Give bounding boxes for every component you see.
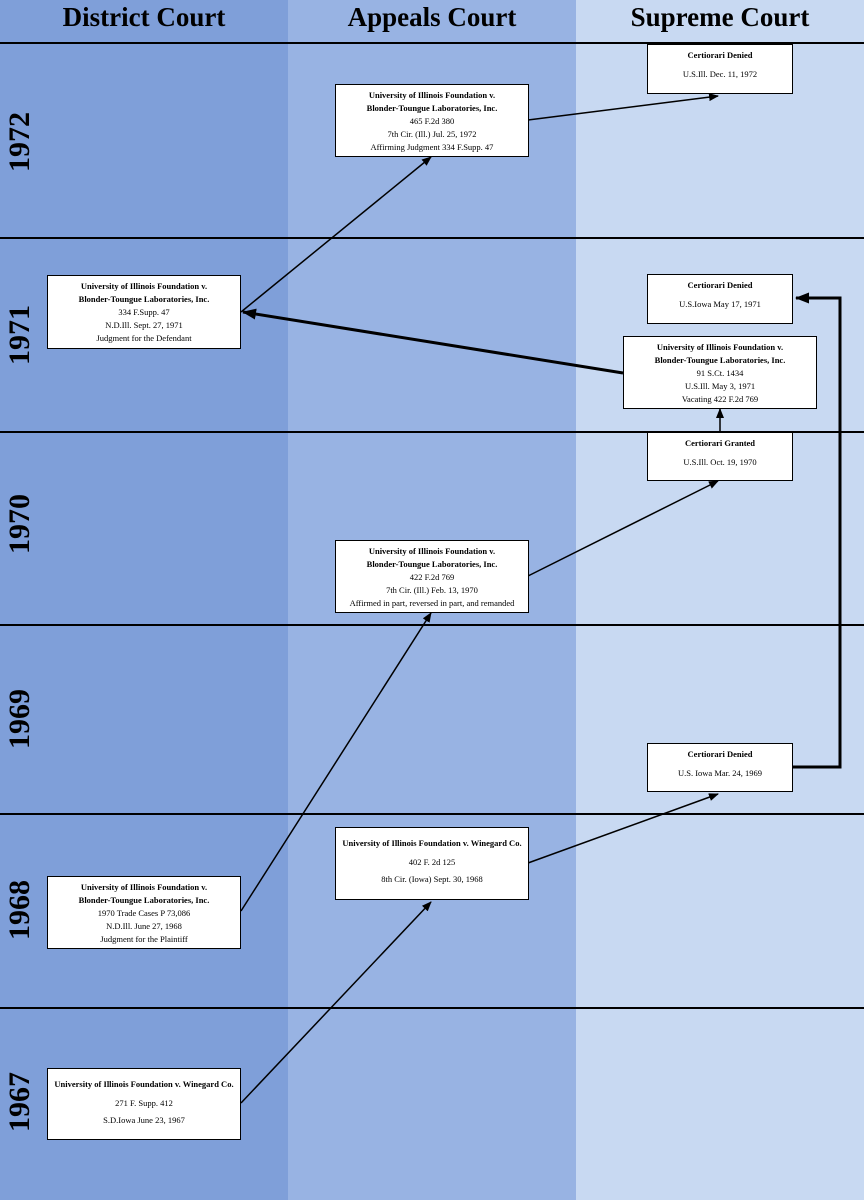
case-citation: 1970 Trade Cases P 73,086 (97, 908, 191, 918)
case-box-supreme-1971-decision: University of Illinois Foundation v. Blo… (623, 336, 817, 409)
case-citation: 465 F.2d 380 (409, 116, 455, 126)
case-court-date: S.D.Iowa June 23, 1967 (103, 1115, 185, 1125)
case-citation: 91 S.Ct. 1434 (696, 368, 744, 378)
case-note: Affirming Judgment 334 F.Supp. 47 (370, 142, 494, 152)
case-box-district-1967: University of Illinois Foundation v. Win… (47, 1068, 241, 1140)
case-court-date: 8th Cir. (Iowa) Sept. 30, 1968 (381, 874, 483, 884)
case-box-appeals-1972: University of Illinois Foundation v. Blo… (335, 84, 529, 157)
case-citation: 422 F.2d 769 (409, 572, 455, 582)
case-title-line2: Blonder-Toungue Laboratories, Inc. (78, 294, 210, 304)
arrow-dc1967-to-ca1968 (240, 901, 432, 1104)
case-title-line1: University of Illinois Foundation v. (80, 281, 208, 291)
case-title-line2: Blonder-Toungue Laboratories, Inc. (78, 895, 210, 905)
case-note: Judgment for the Plaintiff (100, 934, 188, 944)
case-note: Vacating 422 F.2d 769 (681, 394, 759, 404)
case-court-date: U.S.Iowa May 17, 1971 (679, 299, 761, 309)
divider-1969-1968 (0, 813, 864, 815)
case-box-supreme-1971-cert-denied: Certiorari Denied U.S.Iowa May 17, 1971 (647, 274, 793, 324)
case-title: Certiorari Denied (687, 749, 753, 759)
divider-1972-1971 (0, 237, 864, 239)
case-title-line1: University of Illinois Foundation v. (368, 546, 496, 556)
divider-1968-1967 (0, 1007, 864, 1009)
arrow-sc1971-to-dc1971 (242, 308, 624, 375)
case-box-appeals-1970: University of Illinois Foundation v. Blo… (335, 540, 529, 613)
arrow-ca1970-to-sc1970 (527, 480, 719, 577)
divider-1970-1969 (0, 624, 864, 626)
arrow-sc1969-to-sc1971-denied (793, 292, 842, 769)
case-title: Certiorari Granted (684, 438, 756, 448)
case-box-district-1968: University of Illinois Foundation v. Blo… (47, 876, 241, 949)
case-box-supreme-1969-cert-denied: Certiorari Denied U.S. Iowa Mar. 24, 196… (647, 743, 793, 792)
case-title-line1: University of Illinois Foundation v. (656, 342, 784, 352)
supreme-court-header: Supreme Court (630, 2, 810, 32)
arrow-dc1971-to-ca1972 (240, 156, 432, 313)
case-court-date: U.S. Iowa Mar. 24, 1969 (677, 768, 763, 778)
case-box-district-1971: University of Illinois Foundation v. Blo… (47, 275, 241, 349)
case-citation: 271 F. Supp. 412 (115, 1098, 173, 1108)
supreme-court-column: Supreme Court (576, 0, 864, 1200)
arrow-ca1972-to-sc1972 (527, 93, 719, 121)
case-court-date: 7th Cir. (Ill.) Feb. 13, 1970 (386, 585, 478, 595)
case-note: Judgment for the Defendant (96, 333, 192, 343)
case-title: University of Illinois Foundation v. Win… (342, 838, 522, 848)
arrow-ca1968-to-sc1969 (527, 793, 719, 864)
district-court-column: District Court (0, 0, 288, 1200)
case-box-appeals-1968: University of Illinois Foundation v. Win… (335, 827, 529, 900)
divider-1971-1970 (0, 431, 864, 433)
case-box-supreme-1970-cert-granted: Certiorari Granted U.S.Ill. Oct. 19, 197… (647, 432, 793, 481)
case-citation: 402 F. 2d 125 (408, 857, 456, 867)
case-title-line1: University of Illinois Foundation v. (80, 882, 208, 892)
case-title-line2: Blonder-Toungue Laboratories, Inc. (366, 103, 498, 113)
case-title-line2: Blonder-Toungue Laboratories, Inc. (366, 559, 498, 569)
case-title: Certiorari Denied (687, 50, 753, 60)
case-title: University of Illinois Foundation v. Win… (54, 1079, 234, 1089)
arrow-dc1968-to-ca1970 (240, 612, 432, 912)
case-court-date: U.S.Ill. Oct. 19, 1970 (683, 457, 757, 467)
case-title: Certiorari Denied (687, 280, 753, 290)
case-note: Affirmed in part, reversed in part, and … (349, 598, 515, 608)
case-court-date: N.D.Ill. Sept. 27, 1971 (105, 320, 183, 330)
case-box-supreme-1972-cert-denied: Certiorari Denied U.S.Ill. Dec. 11, 1972 (647, 44, 793, 94)
case-court-date: U.S.Ill. Dec. 11, 1972 (682, 69, 758, 79)
appeals-court-header: Appeals Court (347, 2, 517, 32)
case-court-date: 7th Cir. (Ill.) Jul. 25, 1972 (387, 129, 477, 139)
case-title-line2: Blonder-Toungue Laboratories, Inc. (654, 355, 786, 365)
case-court-date: U.S.Ill. May 3, 1971 (684, 381, 756, 391)
case-court-date: N.D.Ill. June 27, 1968 (106, 921, 182, 931)
case-title-line1: University of Illinois Foundation v. (368, 90, 496, 100)
divider-header (0, 42, 864, 44)
case-citation: 334 F.Supp. 47 (118, 307, 170, 317)
district-court-header: District Court (62, 2, 226, 32)
